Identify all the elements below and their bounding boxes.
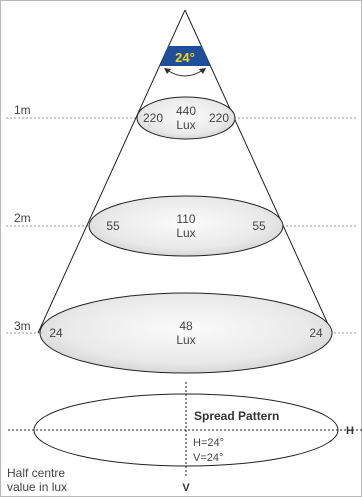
- distance-label-3m: 3m: [14, 319, 31, 333]
- arc-arrow-left-icon: [164, 68, 171, 74]
- lux-left-2m: 55: [106, 219, 120, 233]
- lux-center-1m: 440: [176, 104, 196, 118]
- lux-unit-2m: Lux: [176, 226, 195, 240]
- lux-unit-3m: Lux: [176, 333, 195, 347]
- spread-v-axis-label: V: [182, 482, 190, 494]
- cone-left-edge: [37, 9, 186, 334]
- lux-right-3m: 24: [309, 326, 323, 340]
- lux-right-1m: 220: [209, 111, 229, 125]
- distance-label-1m: 1m: [14, 103, 31, 117]
- lux-ellipse-3m: [39, 292, 333, 374]
- spread-h-value: H=24°: [193, 437, 224, 449]
- lux-left-3m: 24: [49, 326, 63, 340]
- spread-v-value: V=24°: [193, 452, 223, 464]
- lux-center-3m: 48: [179, 319, 193, 333]
- lux-ellipse-1m: [136, 96, 236, 140]
- spread-h-axis-label: H: [346, 425, 354, 437]
- arc-arrow-right-icon: [199, 68, 206, 74]
- cone-right-edge: [184, 9, 333, 334]
- beam-angle-label: 24°: [175, 50, 195, 65]
- beam-angle-badge: [160, 46, 210, 66]
- footnote-line-1: Half centre: [7, 466, 65, 480]
- lux-left-1m: 220: [143, 111, 163, 125]
- beam-angle-arc-icon: [166, 69, 204, 77]
- spread-title: Spread Pattern: [194, 409, 279, 423]
- lux-right-2m: 55: [252, 219, 266, 233]
- footnote-line-2: value in lux: [7, 480, 67, 494]
- lux-unit-1m: Lux: [176, 118, 195, 132]
- distance-label-2m: 2m: [14, 211, 31, 225]
- lux-ellipse-2m: [88, 195, 284, 257]
- lux-center-2m: 110: [176, 212, 195, 226]
